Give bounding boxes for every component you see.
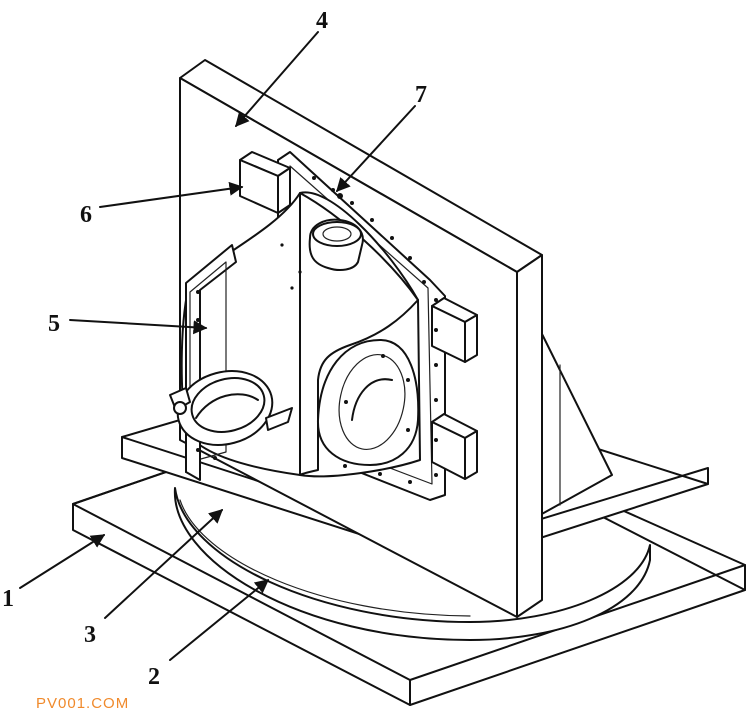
front-port-clamp bbox=[169, 370, 293, 446]
label-2: 2 bbox=[148, 664, 160, 690]
label-3: 3 bbox=[84, 622, 96, 648]
label-4: 4 bbox=[316, 8, 328, 34]
label-1: 1 bbox=[2, 586, 14, 612]
label-6: 6 bbox=[80, 202, 92, 228]
clamp-block-top-left bbox=[239, 151, 291, 214]
bolt-holes bbox=[196, 176, 438, 484]
label-5: 5 bbox=[48, 311, 60, 337]
clamp-block-right-lower bbox=[431, 413, 478, 480]
leader-lines bbox=[19, 31, 416, 661]
rotary-disk bbox=[173, 487, 651, 641]
watermark: PV001.COM bbox=[36, 695, 129, 712]
clamp-block-right-upper bbox=[431, 297, 478, 363]
top-port-fitting bbox=[308, 218, 364, 271]
label-7: 7 bbox=[415, 82, 427, 108]
